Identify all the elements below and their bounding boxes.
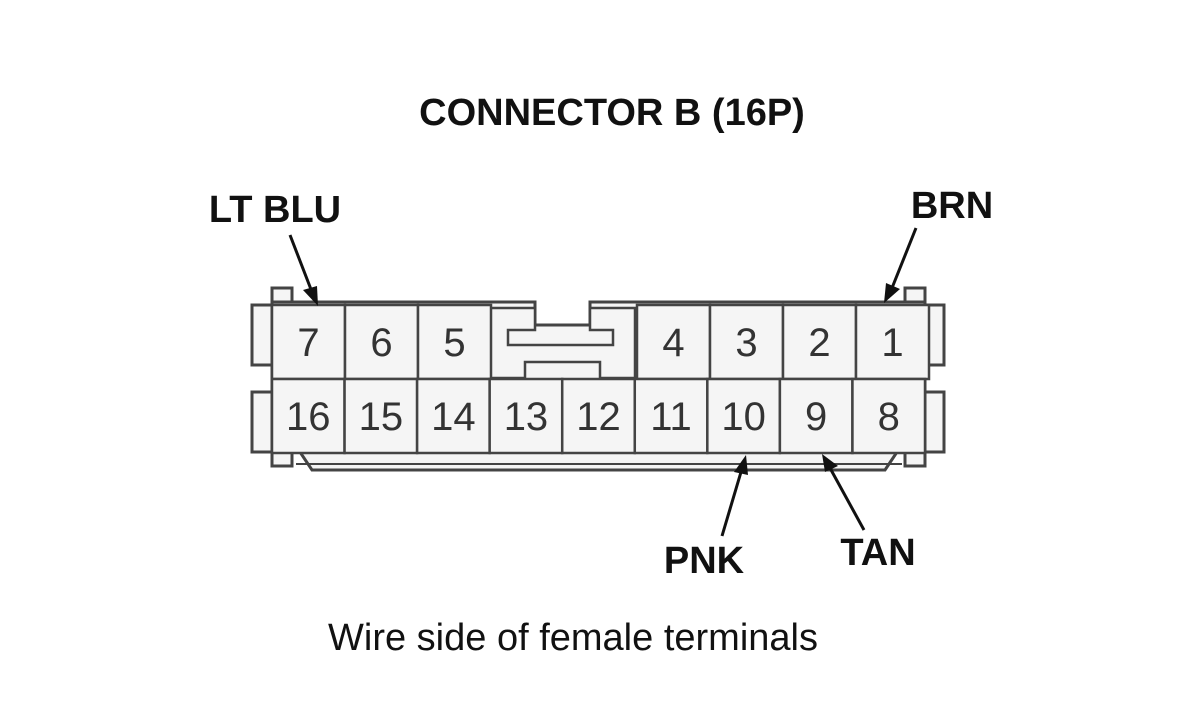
pin-number: 3 [735,321,757,365]
pin-number: 6 [370,321,392,365]
wire-label-brn: BRN [911,185,993,227]
pin-cell-frame [270,377,346,455]
pin-cell-frame [851,377,927,455]
pin-number: 15 [359,395,404,439]
pin-cell-frame [343,377,419,455]
left-tab-lower [250,390,274,454]
pin-cell-12: 12 [560,377,637,455]
pin-cell-6: 6 [343,303,420,381]
pin-cell-frame [778,377,854,455]
pin-cell-frame [633,377,709,455]
pin-number: 10 [721,395,766,439]
pin-cell-9: 9 [778,377,854,455]
pin-number: 14 [431,395,476,439]
pin-cell-frame [560,377,637,455]
pin-cell-13: 13 [488,377,564,455]
pin-number: 7 [297,321,319,365]
wire-label-pnk: PNK [664,540,745,582]
pin-cell-8: 8 [851,377,927,455]
pin-cell-frame [343,303,420,381]
arrow-brn [884,227,918,303]
arrow-lt-blu [288,234,318,306]
pin-number: 12 [576,395,621,439]
pin-cell-16: 16 [270,377,346,455]
arrow-tan [822,454,866,531]
pin-cell-7: 7 [270,303,347,381]
pin-number: 11 [650,395,692,439]
pin-row-bottom: 16 15 14 13 12 11 10 9 8 [270,377,927,455]
pin-cell-1: 1 [854,303,931,381]
wire-label-lt-blu: LT BLU [209,189,341,231]
wire-label-tan: TAN [840,532,915,574]
pin-cell-frame [416,303,493,381]
diagram-title: CONNECTOR B (16P) [419,92,805,134]
top-left-nub [270,286,294,304]
pin-cell-frame [488,377,564,455]
pin-cell-10: 10 [706,377,782,455]
pin-number: 1 [881,321,903,365]
pin-row-top: 7 6 5 4 3 2 1 [270,303,931,381]
right-tab-lower [922,390,946,454]
pin-number: 16 [286,395,331,439]
pin-cell-5: 5 [416,303,493,381]
pin-number: 4 [662,321,684,365]
diagram-caption: Wire side of female terminals [328,617,818,659]
pin-number: 9 [805,395,827,439]
key-slot [488,306,637,380]
top-right-nub [903,286,927,304]
pin-number: 13 [504,395,549,439]
pin-cell-2: 2 [781,303,858,381]
left-tab-upper [250,303,274,367]
pin-cell-15: 15 [343,377,419,455]
pin-cell-frame [706,377,782,455]
pin-cell-3: 3 [708,303,785,381]
arrow-pnk [720,455,748,537]
pin-cell-4: 4 [635,303,712,381]
pin-number: 5 [443,321,465,365]
pin-cell-11: 11 [633,377,709,455]
pin-cell-14: 14 [415,377,491,455]
pin-number: 2 [808,321,830,365]
pin-number: 8 [878,395,900,439]
